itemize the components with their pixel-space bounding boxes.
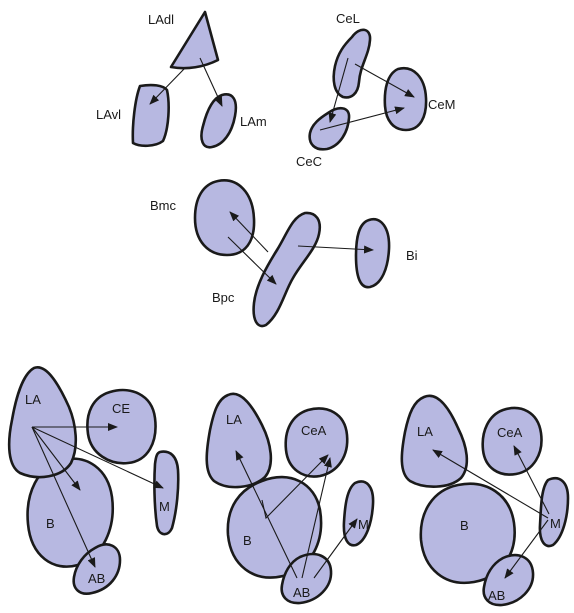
p2-region-la xyxy=(207,394,271,487)
label-lavl: LAvl xyxy=(96,107,121,122)
label-p1-b: B xyxy=(46,516,55,531)
arrow-bmc-to-bpc xyxy=(228,237,276,284)
label-cel: CeL xyxy=(336,11,360,26)
central-nucleus-group xyxy=(310,30,426,150)
label-p2-la: LA xyxy=(226,412,242,427)
label-bpc: Bpc xyxy=(212,290,235,305)
region-cem xyxy=(385,68,426,130)
p1-region-la xyxy=(9,367,76,477)
label-p2-m: M xyxy=(358,517,369,532)
label-p3-la: LA xyxy=(417,424,433,439)
label-p3-b: B xyxy=(460,518,469,533)
label-p1-m: M xyxy=(159,499,170,514)
label-bmc: Bmc xyxy=(150,198,177,213)
region-cel xyxy=(334,30,370,98)
label-ladl: LAdl xyxy=(148,12,174,27)
region-bmc xyxy=(195,180,254,255)
p3-region-la xyxy=(402,396,467,487)
label-p3-cea: CeA xyxy=(497,425,523,440)
p2-region-m xyxy=(344,482,373,546)
region-bpc xyxy=(254,213,320,326)
arrow-ladl-to-lam xyxy=(200,58,222,106)
p3-region-cea xyxy=(483,408,542,475)
label-p1-ce: CE xyxy=(112,401,130,416)
label-p3-m: M xyxy=(550,516,561,531)
p3-region-m xyxy=(540,478,568,546)
p1-region-m xyxy=(154,452,178,535)
label-cem: CeM xyxy=(428,97,455,112)
label-lam: LAm xyxy=(240,114,267,129)
region-cec xyxy=(310,108,349,149)
label-bi: Bi xyxy=(406,248,418,263)
label-p2-b: B xyxy=(243,533,252,548)
region-bi xyxy=(356,219,389,287)
region-ladl xyxy=(171,12,218,68)
label-p1-ab: AB xyxy=(88,571,105,586)
label-p3-ab: AB xyxy=(488,588,505,603)
label-cec: CeC xyxy=(296,154,322,169)
region-lam xyxy=(201,94,235,147)
lateral-nucleus-group xyxy=(133,12,236,147)
label-p2-cea: CeA xyxy=(301,423,327,438)
region-lavl xyxy=(133,85,169,146)
label-p2-ab: AB xyxy=(293,585,310,600)
label-p1-la: LA xyxy=(25,392,41,407)
